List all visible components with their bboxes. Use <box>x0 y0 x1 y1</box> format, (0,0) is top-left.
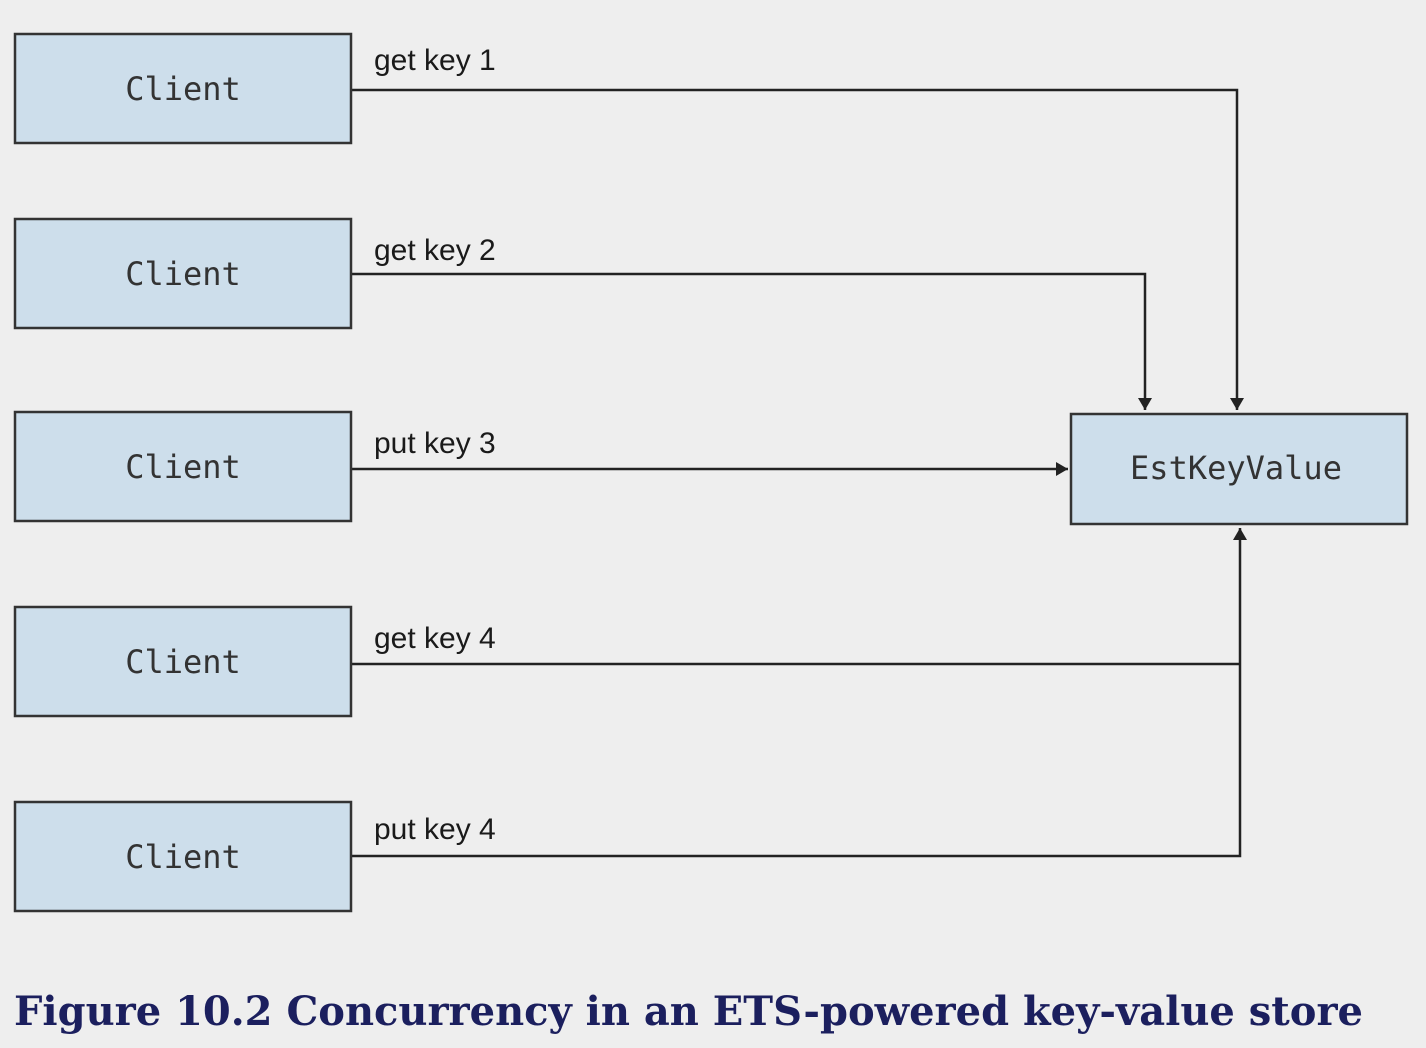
edges <box>351 88 1247 858</box>
edge-label-get-key-1: get key 1 <box>374 44 496 77</box>
client-box <box>13 32 353 145</box>
figure-caption: Figure 10.2 Concurrency in an ETS-powere… <box>14 988 1363 1035</box>
edge-labels: get key 1 get key 2 put key 3 get key 4 … <box>374 44 496 846</box>
client-box <box>13 605 353 718</box>
client-label: Client <box>125 643 241 681</box>
client-label: Client <box>125 448 241 486</box>
edge-label-put-key-4: put key 4 <box>374 813 496 846</box>
edge-put-key-4 <box>351 528 1247 858</box>
client-box <box>13 800 353 913</box>
client-label: Client <box>125 838 241 876</box>
server-label: EstKeyValue <box>1130 449 1342 487</box>
client-node-5: Client <box>13 800 353 913</box>
edge-label-get-key-4: get key 4 <box>374 622 496 655</box>
client-node-2: Client <box>13 217 353 330</box>
client-node-1: Client <box>13 32 353 145</box>
client-label: Client <box>125 70 241 108</box>
server-node: EstKeyValue <box>1069 412 1409 526</box>
client-node-4: Client <box>13 605 353 718</box>
server-box <box>1069 412 1409 526</box>
edge-get-key-1 <box>351 88 1244 410</box>
client-label: Client <box>125 255 241 293</box>
client-node-3: Client <box>13 410 353 523</box>
edge-label-put-key-3: put key 3 <box>374 427 496 460</box>
edge-label-get-key-2: get key 2 <box>374 234 496 267</box>
client-box <box>13 217 353 330</box>
edge-get-key-2 <box>351 272 1152 410</box>
client-nodes: Client Client Client Client Client <box>13 32 353 913</box>
client-box <box>13 410 353 523</box>
diagram-canvas: get key 1 get key 2 put key 3 get key 4 … <box>13 32 1409 913</box>
